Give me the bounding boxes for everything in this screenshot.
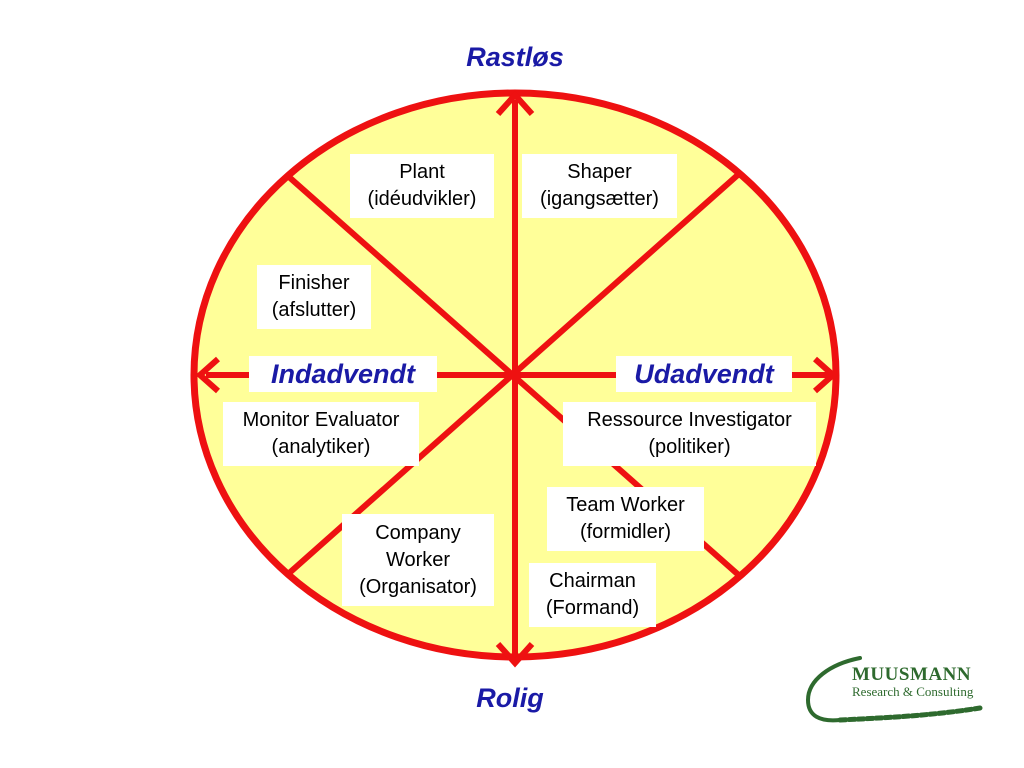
role-chairman-desc: (Formand) bbox=[545, 597, 640, 619]
role-company-worker: Company Worker (Organisator) bbox=[342, 514, 494, 606]
role-ressource-name: Ressource Investigator bbox=[587, 409, 792, 431]
role-chairman-name: Chairman bbox=[549, 570, 636, 592]
role-plant-name: Plant bbox=[399, 161, 445, 183]
arrow-left-icon bbox=[195, 356, 220, 394]
role-ressource-investigator: Ressource Investigator (politiker) bbox=[563, 402, 816, 466]
role-shaper: Shaper (igangsætter) bbox=[522, 154, 677, 218]
axis-label-right: Udadvendt bbox=[616, 356, 792, 392]
role-finisher-name: Finisher bbox=[278, 272, 350, 294]
muusmann-logo-swoosh bbox=[805, 656, 983, 723]
axis-label-left: Indadvendt bbox=[249, 356, 437, 392]
logo-subtitle: Research & Consulting bbox=[852, 684, 974, 699]
role-plant: Plant (idéudvikler) bbox=[350, 154, 494, 218]
arrow-down-icon bbox=[495, 641, 535, 668]
role-monitor-name: Monitor Evaluator bbox=[242, 409, 400, 431]
role-shaper-name: Shaper bbox=[567, 161, 632, 183]
axis-label-top: Rastløs bbox=[466, 42, 564, 72]
role-teamworker-desc: (formidler) bbox=[579, 521, 672, 543]
role-company-line1: Company bbox=[375, 521, 461, 544]
role-monitor-desc: (analytiker) bbox=[271, 436, 371, 458]
role-ressource-desc: (politiker) bbox=[648, 436, 731, 458]
arrow-right-icon bbox=[813, 356, 838, 394]
role-plant-desc: (idéudvikler) bbox=[367, 188, 477, 210]
role-finisher-desc: (afslutter) bbox=[271, 299, 357, 321]
role-shaper-desc: (igangsætter) bbox=[540, 188, 659, 210]
role-chairman: Chairman (Formand) bbox=[529, 563, 656, 627]
role-monitor-evaluator: Monitor Evaluator (analytiker) bbox=[223, 402, 419, 466]
arrow-up-icon bbox=[495, 90, 535, 117]
role-finisher: Finisher (afslutter) bbox=[257, 265, 371, 329]
axis-label-bottom: Rolig bbox=[476, 683, 544, 713]
role-company-line2: Worker bbox=[385, 548, 451, 571]
role-team-worker: Team Worker (formidler) bbox=[547, 487, 704, 551]
role-company-desc: (Organisator) bbox=[359, 575, 477, 598]
role-teamworker-name: Team Worker bbox=[566, 494, 685, 516]
logo-name: MUUSMANN bbox=[852, 664, 972, 685]
